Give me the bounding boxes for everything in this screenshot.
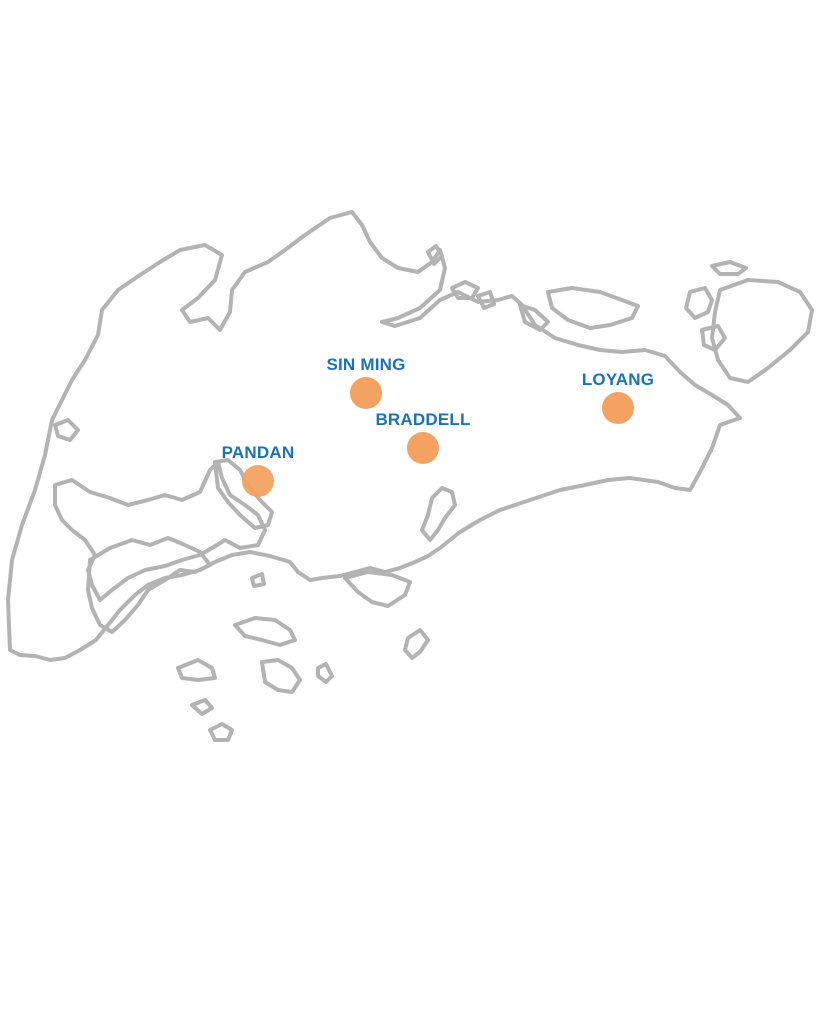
island-ne-small-5 <box>450 280 480 300</box>
marker-dot[interactable] <box>242 465 274 497</box>
sentosa-island <box>343 570 412 608</box>
marker-dot[interactable] <box>350 377 382 409</box>
location-label: BRADDELL <box>375 410 470 429</box>
marina-inlet <box>420 486 457 542</box>
island-east-south <box>403 628 430 660</box>
pulau-tekong <box>710 278 814 384</box>
jurong-island <box>86 536 212 634</box>
marker-pandan[interactable]: PANDAN <box>222 443 295 497</box>
island-south-6 <box>316 662 334 684</box>
island-ne-small-6 <box>476 290 496 310</box>
pulau-ubin <box>546 286 640 330</box>
marker-dot[interactable] <box>602 392 634 424</box>
marker-loyang[interactable]: LOYANG <box>582 370 654 424</box>
island-ne-small-4 <box>518 303 550 332</box>
island-south-7 <box>250 572 266 588</box>
island-ne-small-3 <box>710 260 748 276</box>
marker-sin-ming[interactable]: SIN MING <box>326 355 405 409</box>
location-label: PANDAN <box>222 443 295 462</box>
main-island-outline <box>6 210 742 662</box>
island-south-1 <box>233 616 297 647</box>
marker-braddell[interactable]: BRADDELL <box>375 410 470 464</box>
marker-dot[interactable] <box>407 432 439 464</box>
island-ne-small-1 <box>684 286 714 320</box>
island-ne-small-2 <box>700 324 727 352</box>
western-inlet-2 <box>53 418 80 442</box>
island-south-5 <box>208 722 234 742</box>
island-south-4 <box>190 698 214 716</box>
location-label: SIN MING <box>326 355 405 374</box>
pandan-inlet <box>213 458 274 530</box>
island-south-2 <box>260 658 302 694</box>
island-south-3 <box>176 658 217 682</box>
location-label: LOYANG <box>582 370 654 389</box>
northern-inlet-1 <box>426 244 444 266</box>
